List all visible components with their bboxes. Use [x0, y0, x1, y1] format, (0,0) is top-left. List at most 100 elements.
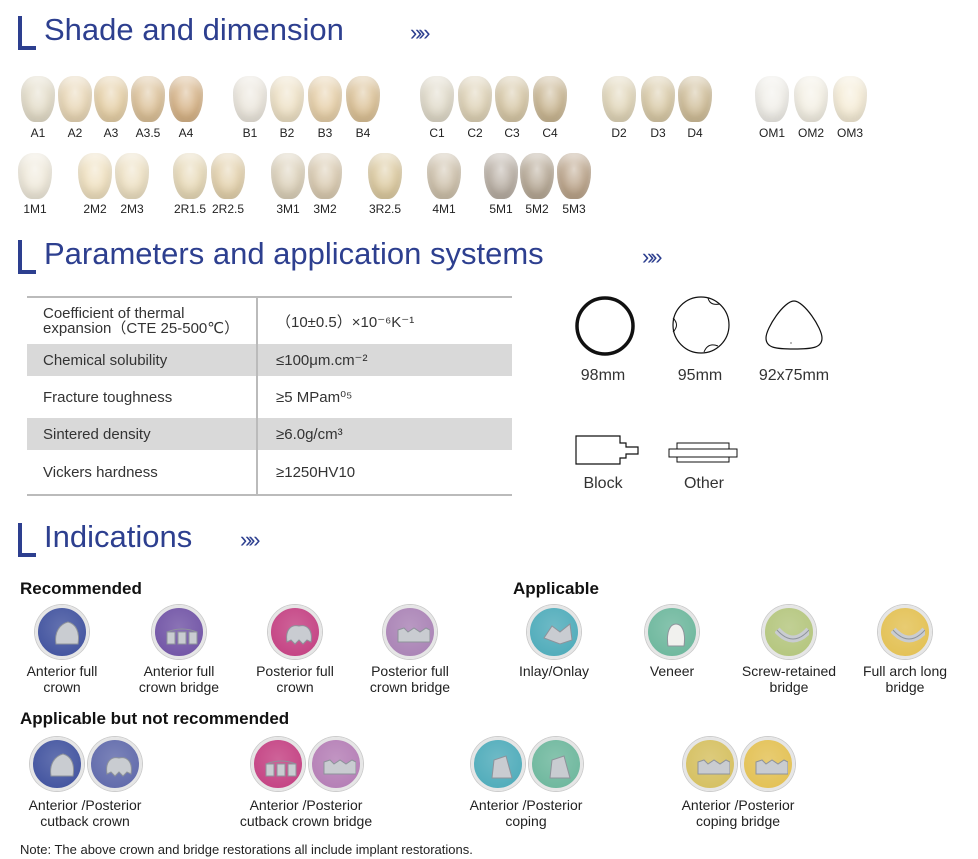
shade-tooth: [678, 76, 712, 122]
posterior-crown-icon-glyph: [286, 625, 312, 645]
indication-label: Veneer: [649, 663, 695, 679]
cutback-bridge-anterior-icon: [251, 737, 305, 791]
veneer-icon: [645, 605, 699, 659]
shade-label: 4M1: [432, 202, 456, 216]
parameters-table: Coefficient of thermal expansion（CTE 25-…: [27, 296, 512, 496]
coping-posterior-icon-glyph: [549, 755, 571, 779]
param-value: ≥5 MPam⁰⁵: [256, 376, 512, 418]
shade-tooth: [58, 76, 92, 122]
param-name: Chemical solubility: [43, 351, 168, 369]
posterior-bridge-icon-glyph: [397, 627, 430, 643]
shade-label: 2M3: [120, 202, 144, 216]
applicable-heading: Applicable: [513, 579, 599, 598]
shade-tooth: [346, 76, 380, 122]
shade-tooth: [271, 153, 305, 199]
shade-tooth: [21, 76, 55, 122]
shade-label: A3: [103, 126, 119, 140]
shade-tooth: [484, 153, 518, 199]
disc-98-icon: [575, 296, 635, 356]
shade-label: 5M2: [525, 202, 549, 216]
table-row: Vickers hardness ≥1250HV10: [27, 450, 512, 494]
shade-label: C4: [542, 126, 558, 140]
coping-anterior-icon: [471, 737, 525, 791]
shade-label: B2: [279, 126, 295, 140]
title-bracket: [18, 240, 36, 274]
shade-tooth: [270, 76, 304, 122]
block-system-icon: [575, 435, 639, 465]
shade-tooth: [755, 76, 789, 122]
shade-tooth: [533, 76, 567, 122]
section-shade-title-text: Shade and dimension: [44, 12, 344, 47]
title-bracket: [18, 16, 36, 50]
shade-tooth: [641, 76, 675, 122]
shade-label: B4: [355, 126, 371, 140]
table-row: Fracture toughness ≥5 MPam⁰⁵: [27, 376, 512, 418]
table-row: Coefficient of thermal expansion（CTE 25-…: [27, 298, 512, 344]
chevron-right-icon: »»: [240, 527, 261, 552]
cutback-anterior-icon-glyph: [50, 753, 74, 777]
shade-label: C1: [429, 126, 445, 140]
shade-label: OM2: [797, 126, 824, 140]
cutback-bridge-anterior-icon-glyph: [265, 760, 297, 777]
shade-label: 5M3: [562, 202, 586, 216]
full-arch-icon-glyph: [891, 627, 925, 643]
shade-label: D3: [650, 126, 666, 140]
screw-bridge-icon-glyph: [775, 627, 809, 643]
shade-tooth: [18, 153, 52, 199]
shade-label: 5M1: [489, 202, 513, 216]
cutback-posterior-icon: [88, 737, 142, 791]
screw-bridge-icon: [762, 605, 816, 659]
anterior-crown-icon: [35, 605, 89, 659]
param-name: Vickers hardness: [43, 463, 158, 481]
shade-tooth: [495, 76, 529, 122]
shade-label: B3: [317, 126, 333, 140]
shade-label: 3M2: [313, 202, 337, 216]
chevron-right-icon: »»: [642, 244, 663, 269]
shade-tooth: [368, 153, 402, 199]
table-row: Sintered density ≥6.0g/cm³: [27, 418, 512, 450]
shade-label: 2M2: [83, 202, 107, 216]
shade-tooth: [458, 76, 492, 122]
shade-tooth: [169, 76, 203, 122]
anterior-bridge-icon-glyph: [166, 628, 198, 645]
shade-tooth: [233, 76, 267, 122]
shade-label: 2R1.5: [173, 202, 207, 216]
posterior-crown-icon: [268, 605, 322, 659]
full-arch-icon: [878, 605, 932, 659]
coping-bridge-posterior-icon: [741, 737, 795, 791]
shade-label: 1M1: [23, 202, 47, 216]
section-indications-title-text: Indications: [44, 519, 193, 554]
title-bracket: [18, 523, 36, 557]
param-value: （10±0.5）×10⁻⁶K⁻¹: [256, 298, 512, 344]
shade-label: C2: [467, 126, 483, 140]
anterior-bridge-icon: [152, 605, 206, 659]
shade-tooth: [308, 76, 342, 122]
param-name: Coefficient of thermal expansion（CTE 25-…: [43, 305, 240, 337]
shade-label: 3R2.5: [368, 202, 402, 216]
cutback-anterior-icon: [30, 737, 84, 791]
shade-tooth: [173, 153, 207, 199]
other-system-icon: [668, 442, 738, 463]
shade-label: D2: [611, 126, 627, 140]
shade-tooth: [308, 153, 342, 199]
shade-label: OM1: [758, 126, 785, 140]
shade-tooth: [420, 76, 454, 122]
shade-label: D4: [687, 126, 703, 140]
shade-label: A1: [30, 126, 46, 140]
shade-tooth: [94, 76, 128, 122]
shade-tooth: [602, 76, 636, 122]
disc-95-label: 95mm: [677, 367, 723, 384]
disc-98-label: 98mm: [580, 367, 626, 384]
not-recommended-heading: Applicable but not recommended: [20, 709, 290, 728]
shade-tooth: [78, 153, 112, 199]
param-value: ≤100μm.cm⁻²: [256, 344, 512, 376]
shade-label: B1: [242, 126, 258, 140]
indication-label: Inlay/Onlay: [518, 663, 590, 679]
